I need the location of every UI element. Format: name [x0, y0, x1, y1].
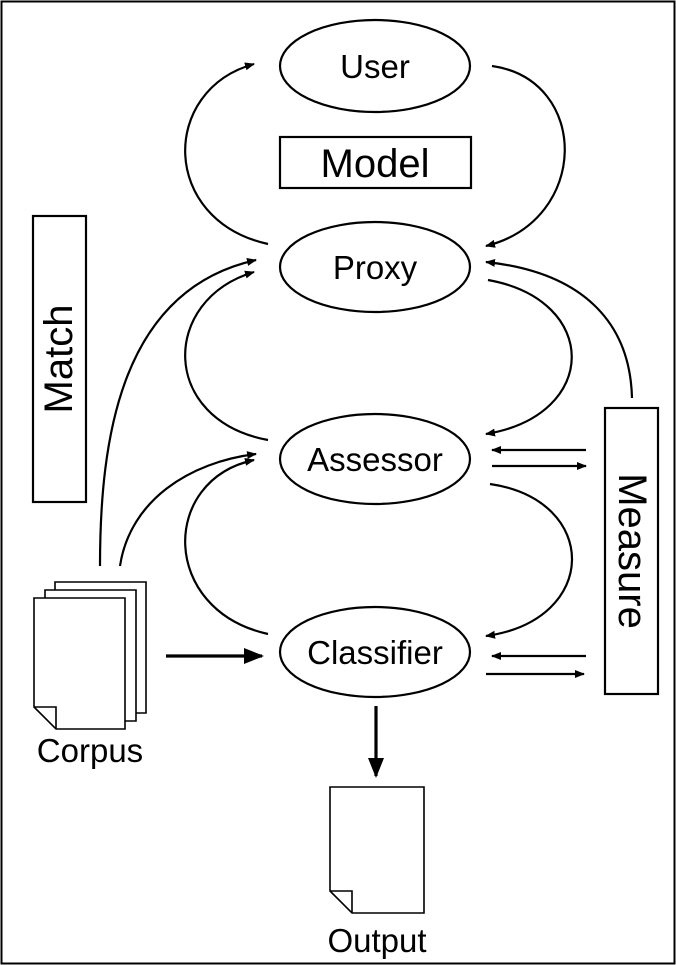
node-proxy-label: Proxy — [333, 249, 418, 286]
arrow-assessor-to-classifier — [485, 482, 573, 639]
box-match-label: Match — [37, 305, 81, 414]
node-classifier: Classifier — [278, 605, 472, 699]
arrow-measure-to-proxy — [485, 258, 634, 399]
node-assessor: Assessor — [278, 412, 472, 506]
arrow-classifier-to-assessor — [184, 457, 269, 636]
arrow-user-to-proxy — [485, 64, 566, 248]
node-classifier-label: Classifier — [307, 634, 443, 671]
arrow-corpus-to-assessor — [118, 451, 257, 567]
box-model: Model — [278, 135, 473, 190]
arrow-proxy-to-assessor — [485, 278, 573, 437]
node-user-label: User — [340, 48, 410, 85]
box-measure: Measure — [603, 406, 660, 696]
arrow-proxy-to-user — [184, 62, 269, 246]
node-assessor-label: Assessor — [307, 441, 443, 478]
box-model-label: Model — [321, 142, 430, 186]
corpus-label: Corpus — [37, 732, 143, 769]
arrow-assessor-to-proxy — [184, 270, 269, 442]
output-document-icon — [329, 786, 425, 914]
node-user: User — [278, 18, 472, 114]
arrow-corpus-to-proxy — [98, 258, 257, 567]
box-match: Match — [31, 214, 88, 504]
box-measure-label: Measure — [610, 473, 654, 629]
node-proxy: Proxy — [278, 220, 472, 314]
output-label: Output — [327, 922, 426, 959]
corpus-documents-icon — [33, 581, 147, 730]
